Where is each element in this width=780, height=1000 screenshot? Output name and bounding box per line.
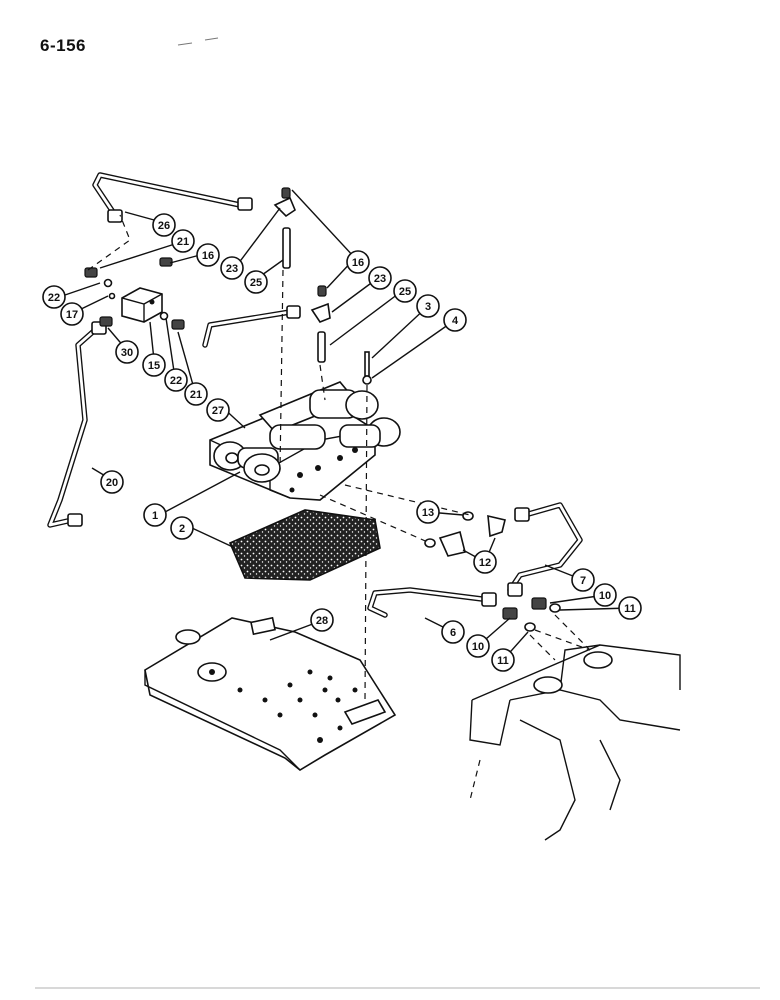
page-number: 6-156 bbox=[40, 36, 86, 55]
svg-text:16: 16 bbox=[202, 250, 214, 262]
valve-body-1 bbox=[209, 381, 401, 501]
callout-10a: 10 bbox=[593, 583, 617, 607]
svg-text:13: 13 bbox=[422, 507, 434, 519]
callout-1: 1 bbox=[143, 503, 167, 527]
callout-4: 4 bbox=[443, 308, 467, 332]
svg-text:21: 21 bbox=[190, 389, 202, 401]
svg-text:10: 10 bbox=[472, 641, 484, 653]
svg-text:6: 6 bbox=[450, 627, 456, 639]
svg-text:28: 28 bbox=[316, 615, 328, 627]
callout-17: 17 bbox=[60, 302, 84, 326]
svg-text:15: 15 bbox=[148, 360, 160, 372]
svg-text:27: 27 bbox=[212, 405, 224, 417]
svg-text:12: 12 bbox=[479, 557, 491, 569]
svg-text:22: 22 bbox=[48, 292, 60, 304]
svg-text:22: 22 bbox=[170, 375, 182, 387]
callout-11b: 11 bbox=[491, 648, 515, 672]
svg-text:20: 20 bbox=[106, 477, 118, 489]
callout-7: 7 bbox=[571, 568, 595, 592]
svg-text:17: 17 bbox=[66, 309, 78, 321]
callout-30: 30 bbox=[115, 340, 139, 364]
gasket-2 bbox=[228, 509, 381, 581]
callout-3: 3 bbox=[416, 294, 440, 318]
svg-text:30: 30 bbox=[121, 347, 133, 359]
callout-6: 6 bbox=[441, 620, 465, 644]
separator-plate-28 bbox=[144, 616, 397, 771]
svg-text:2: 2 bbox=[179, 523, 185, 535]
small-fittings bbox=[84, 187, 561, 632]
callout-22a: 22 bbox=[42, 285, 66, 309]
svg-text:11: 11 bbox=[624, 603, 636, 615]
svg-text:25: 25 bbox=[250, 277, 262, 289]
callout-22b: 22 bbox=[164, 368, 188, 392]
callout-16a: 16 bbox=[196, 243, 220, 267]
svg-text:10: 10 bbox=[599, 590, 611, 602]
svg-text:23: 23 bbox=[226, 263, 238, 275]
svg-text:16: 16 bbox=[352, 257, 364, 269]
tube-20 bbox=[47, 321, 107, 528]
svg-text:1: 1 bbox=[152, 510, 158, 522]
callout-25a: 25 bbox=[244, 270, 268, 294]
svg-text:3: 3 bbox=[425, 301, 431, 313]
callout-12: 12 bbox=[473, 550, 497, 574]
callout-25b: 25 bbox=[393, 279, 417, 303]
callout-28: 28 bbox=[310, 608, 334, 632]
svg-text:23: 23 bbox=[374, 273, 386, 285]
svg-text:7: 7 bbox=[580, 575, 586, 587]
callout-10b: 10 bbox=[466, 634, 490, 658]
svg-text:26: 26 bbox=[158, 220, 170, 232]
tube-26 bbox=[92, 172, 253, 223]
alignment-lines bbox=[87, 214, 591, 701]
tube-27 bbox=[202, 305, 301, 348]
callout-23a: 23 bbox=[220, 256, 244, 280]
svg-text:4: 4 bbox=[452, 315, 459, 327]
callout-16b: 16 bbox=[346, 250, 370, 274]
callout-11a: 11 bbox=[618, 596, 642, 620]
callout-20: 20 bbox=[100, 470, 124, 494]
callout-21b: 21 bbox=[184, 382, 208, 406]
tube-7 bbox=[507, 502, 583, 597]
svg-text:25: 25 bbox=[399, 286, 411, 298]
svg-text:21: 21 bbox=[177, 236, 189, 248]
svg-text:11: 11 bbox=[497, 655, 509, 667]
callout-15: 15 bbox=[142, 353, 166, 377]
callout-23b: 23 bbox=[368, 266, 392, 290]
tube-6 bbox=[367, 587, 497, 618]
plate-holes bbox=[237, 669, 358, 743]
callout-27: 27 bbox=[206, 398, 230, 422]
callout-13: 13 bbox=[416, 500, 440, 524]
callout-26: 26 bbox=[152, 213, 176, 237]
transmission-housing bbox=[469, 629, 681, 841]
fitting-block-15 bbox=[121, 287, 163, 323]
callout-2: 2 bbox=[170, 516, 194, 540]
callout-21a: 21 bbox=[171, 229, 195, 253]
